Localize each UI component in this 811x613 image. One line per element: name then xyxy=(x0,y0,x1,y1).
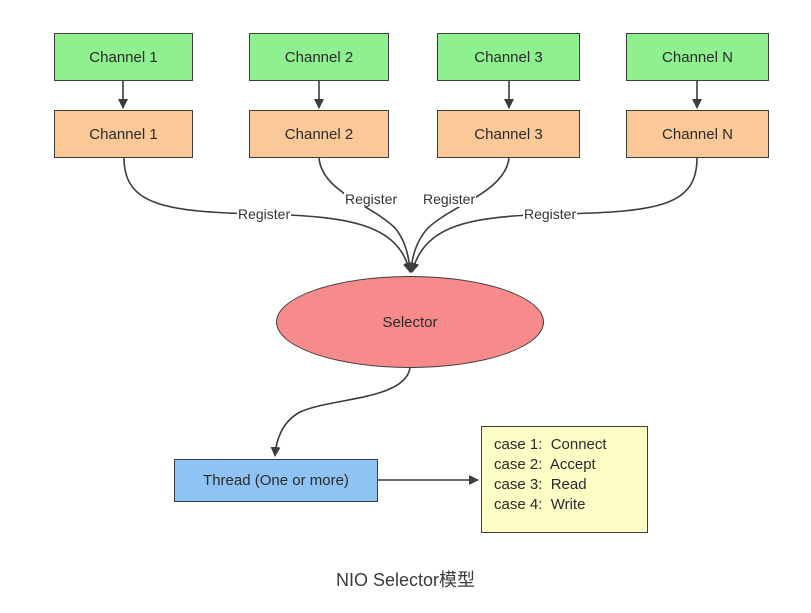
bottom-channel-2: Channel 2 xyxy=(249,110,389,158)
case-line-2: case 2: Accept xyxy=(494,456,596,473)
case-line-4: case 4: Write xyxy=(494,496,586,513)
register-label-n: Register xyxy=(523,206,578,222)
case-line-1: case 1: Connect xyxy=(494,436,607,453)
top-channel-1: Channel 1 xyxy=(54,33,193,81)
top-channel-3-label: Channel 3 xyxy=(474,48,543,66)
diagram-caption: NIO Selector模型 xyxy=(335,570,476,590)
register-label-2: Register xyxy=(344,191,399,207)
bottom-channel-1: Channel 1 xyxy=(54,110,193,158)
selector-label: Selector xyxy=(382,313,438,331)
thread-node: Thread (One or more) xyxy=(174,459,378,502)
top-channel-2-label: Channel 2 xyxy=(284,48,354,66)
bottom-channel-3: Channel 3 xyxy=(437,110,580,158)
register-label-3: Register xyxy=(422,191,477,207)
selector-to-thread-edge xyxy=(270,367,411,457)
top-channel-1-label: Channel 1 xyxy=(89,48,158,66)
bottom-channel-3-label: Channel 3 xyxy=(474,125,543,143)
register-edge-3 xyxy=(406,157,510,273)
cases-box: case 1: Connect case 2: Accept case 3: R… xyxy=(481,426,648,533)
case-line-3: case 3: Read xyxy=(494,476,587,493)
bottom-channel-n: Channel N xyxy=(626,110,769,158)
top-channel-2: Channel 2 xyxy=(249,33,389,81)
top-channel-n: Channel N xyxy=(626,33,769,81)
top-channel-n-label: Channel N xyxy=(662,48,733,66)
selector-node: Selector xyxy=(276,276,544,368)
bottom-channel-2-label: Channel 2 xyxy=(284,125,354,143)
register-label-1: Register xyxy=(237,206,292,222)
top-channel-3: Channel 3 xyxy=(437,33,580,81)
bottom-channel-1-label: Channel 1 xyxy=(89,125,158,143)
thread-label: Thread (One or more) xyxy=(203,472,349,489)
bottom-channel-n-label: Channel N xyxy=(662,125,733,143)
register-edge-2 xyxy=(318,157,415,273)
